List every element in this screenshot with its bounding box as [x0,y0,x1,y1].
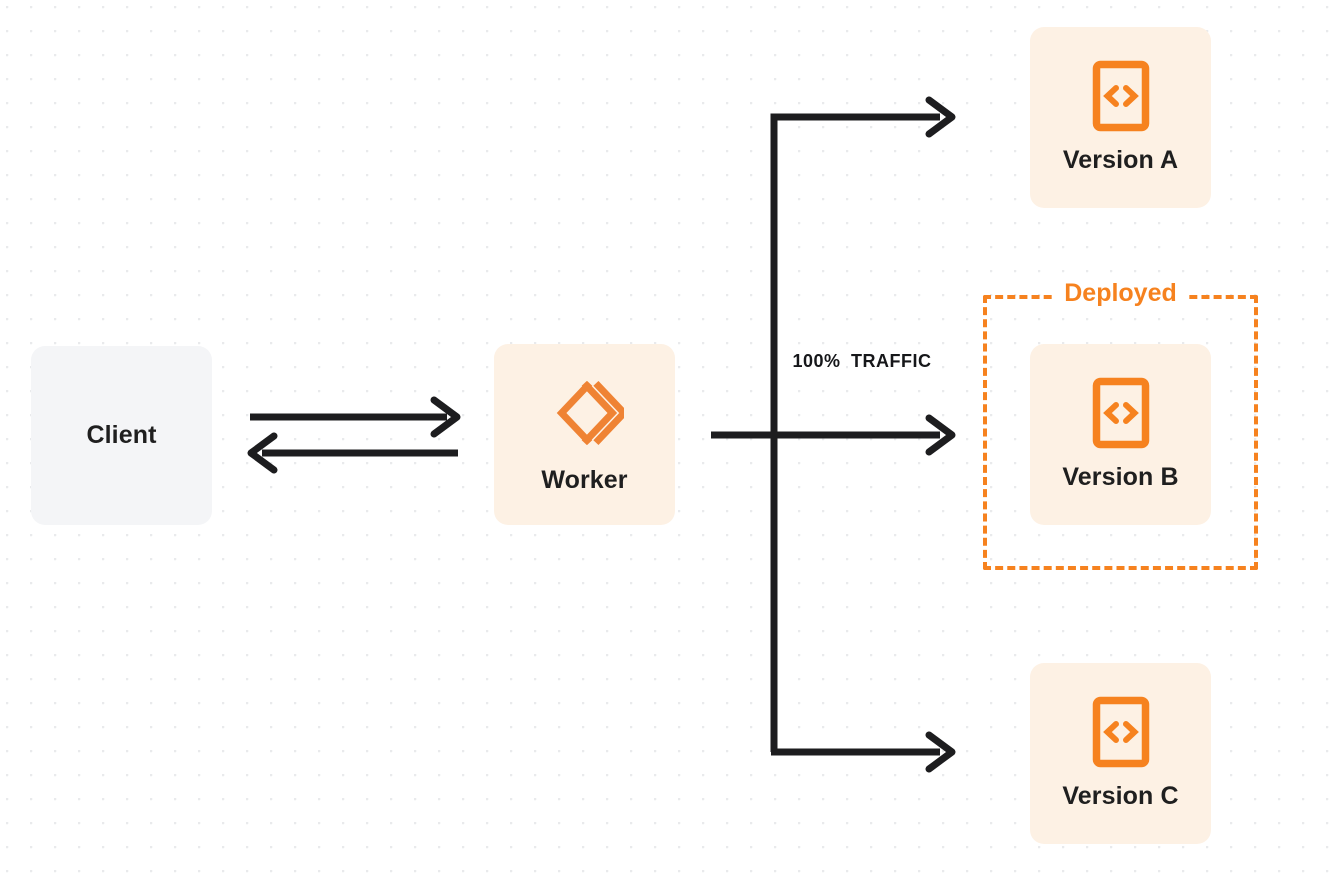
version-c-node[interactable]: Version C [1030,663,1211,844]
deployed-frame: Deployed [983,279,1258,570]
cloudflare-workers-logo-icon [546,374,624,452]
code-file-icon [1092,377,1150,449]
traffic-label: 100% TRAFFIC [782,350,942,374]
arrow-worker-to-version-c [771,731,956,773]
deployed-label-text: Deployed [1052,279,1189,307]
version-a-label: Version A [1062,146,1179,174]
version-c-label: Version C [1062,782,1179,810]
version-b-label: Version B [1062,463,1179,491]
traffic-word: TRAFFIC [848,350,935,374]
client-label: Client [86,421,157,449]
arrow-worker-to-version-a [770,96,956,752]
worker-node[interactable]: Worker [494,344,675,525]
arrow-worker-to-client [247,432,458,474]
version-b-node[interactable]: Version B [1030,344,1211,525]
arrow-client-to-worker [250,396,461,438]
version-a-node[interactable]: Version A [1030,27,1211,208]
client-node[interactable]: Client [31,346,212,525]
code-file-icon [1092,60,1150,132]
arrow-worker-to-version-b [711,414,956,456]
code-file-icon [1092,696,1150,768]
worker-label: Worker [541,466,628,494]
deployed-badge: Deployed [987,279,1254,308]
traffic-percent: 100% [789,350,844,374]
